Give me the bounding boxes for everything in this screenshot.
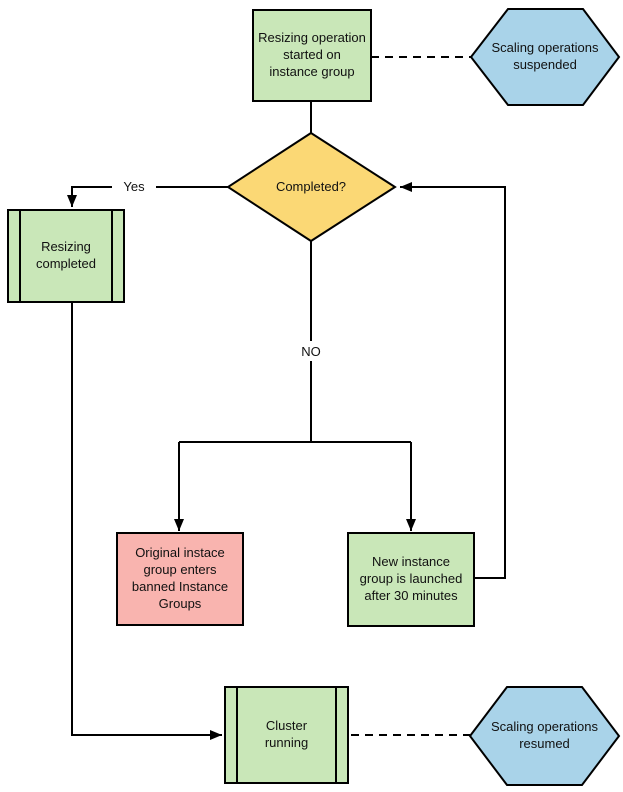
nodes-layer bbox=[7, 8, 621, 786]
resumed-hexagon-shape bbox=[468, 686, 621, 786]
completed-decision-shape bbox=[226, 131, 397, 243]
suspended-hexagon-shape bbox=[469, 8, 621, 106]
start-node-shape bbox=[252, 9, 372, 102]
banned-group-node-shape bbox=[116, 532, 244, 626]
resizing-completed-node-shape bbox=[7, 209, 125, 303]
edge-resizing-completed-to-cluster-running bbox=[71, 302, 222, 740]
cluster-running-node-shape bbox=[224, 686, 349, 784]
edge-new-group-loop-to-completed bbox=[400, 182, 506, 579]
new-group-node-shape bbox=[347, 532, 475, 627]
edge-completed-yes-to-resizing-completed bbox=[67, 186, 228, 207]
